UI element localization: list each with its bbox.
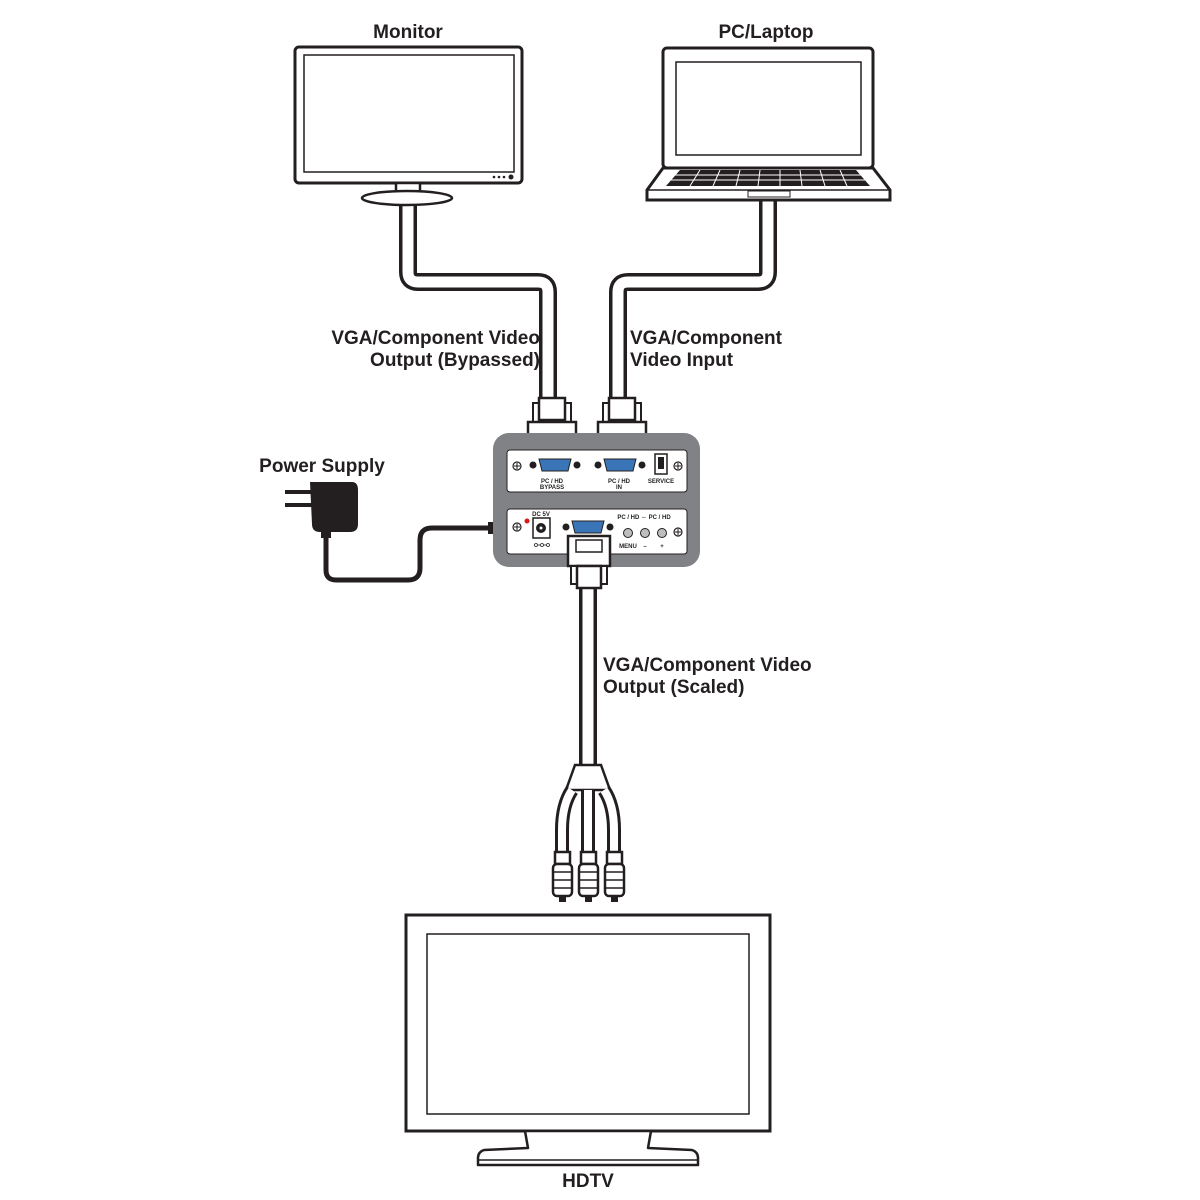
power-led (524, 518, 530, 524)
in-port-label-2: IN (616, 485, 622, 491)
screw-icon (673, 461, 683, 471)
bypass-cable-label-1: VGA/Component Video (331, 328, 540, 349)
plus-button[interactable] (657, 528, 667, 538)
hdtv: HDTV (404, 913, 772, 1192)
polarity-icon (534, 543, 550, 547)
bypass-port-label-2: BYPASS (540, 485, 564, 491)
bypass-port-label-1: PC / HD (541, 479, 564, 485)
rca-plug-pb (577, 850, 600, 902)
input-cable-label-2: Video Input (630, 350, 734, 371)
cable-power (323, 522, 523, 583)
rca-plug-y (551, 850, 574, 902)
power-adapter: Power Supply (259, 456, 385, 538)
minus-button[interactable] (640, 528, 650, 538)
cable-pc-input (609, 198, 777, 405)
monitor-label: Monitor (373, 22, 443, 43)
dc-label: DC 5V (532, 512, 550, 518)
screw-icon (673, 527, 683, 537)
mode-label: PC / HD ⇔ PC / HD (617, 515, 671, 521)
dc-jack-icon (532, 517, 551, 539)
pc-laptop: PC/Laptop (645, 22, 892, 202)
pc-laptop-label: PC/Laptop (719, 22, 814, 43)
screw-icon (512, 522, 522, 532)
scaler-unit: PC / HD BYPASS PC / HD IN SERVICE DC 5V (493, 433, 700, 567)
cable-scaled-output (551, 585, 626, 902)
in-port-label-1: PC / HD (608, 479, 631, 485)
scaled-cable-label-1: VGA/Component Video (603, 655, 812, 676)
hdtv-label: HDTV (562, 1171, 614, 1192)
plus-label: + (660, 544, 664, 550)
vga-plug-output (566, 534, 612, 590)
service-label: SERVICE (648, 479, 674, 485)
screw-icon (512, 461, 522, 471)
scaled-cable-label-2: Output (Scaled) (603, 677, 744, 698)
input-cable-label-1: VGA/Component (630, 328, 783, 349)
minus-label: – (643, 544, 647, 550)
power-supply-label: Power Supply (259, 456, 385, 477)
rca-plug-pr (603, 850, 626, 902)
cable-monitor-bypass (399, 205, 557, 405)
menu-button[interactable] (623, 528, 633, 538)
menu-label: MENU (619, 544, 637, 550)
bypass-cable-label-2: Output (Bypassed) (370, 350, 540, 371)
usb-port-icon (654, 453, 668, 475)
monitor: Monitor (293, 22, 524, 207)
